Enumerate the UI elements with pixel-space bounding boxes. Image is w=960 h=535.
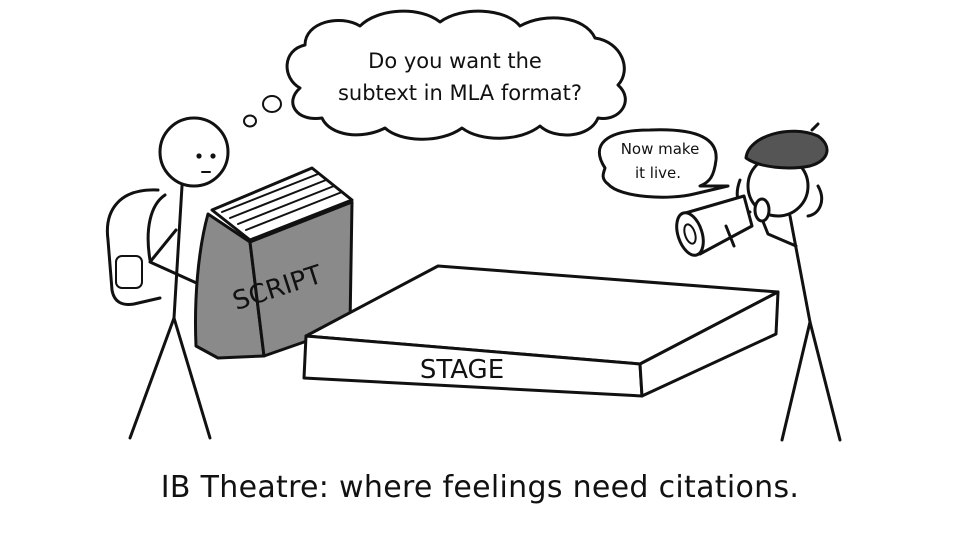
thought-bubble-line2: subtext in MLA format? bbox=[338, 81, 582, 105]
backpack-pocket bbox=[115, 255, 143, 289]
speech-bubble-line1: Now make bbox=[621, 140, 700, 158]
megaphone-icon bbox=[675, 194, 754, 257]
megaphone-handle bbox=[724, 224, 736, 248]
thought-dot-large bbox=[262, 95, 282, 113]
director-figure bbox=[735, 122, 842, 442]
student-eye-right bbox=[210, 153, 216, 159]
beret-icon bbox=[744, 129, 829, 170]
student-leg-right bbox=[172, 316, 212, 440]
director-leg-right bbox=[808, 320, 842, 442]
thought-bubble: Do you want the subtext in MLA format? bbox=[285, 9, 627, 141]
student-arm bbox=[148, 228, 214, 292]
student-head bbox=[158, 116, 230, 188]
thought-bubble-line1: Do you want the bbox=[368, 49, 542, 73]
student-figure bbox=[105, 116, 230, 440]
backpack-strap bbox=[146, 193, 167, 262]
beret-stem bbox=[810, 122, 820, 132]
book-pages-top bbox=[210, 166, 354, 242]
stage-side bbox=[638, 290, 780, 398]
script-book: SCRIPT bbox=[194, 166, 354, 360]
megaphone-mouth bbox=[683, 223, 697, 245]
student-eye-left bbox=[196, 153, 202, 159]
director-leg-left bbox=[780, 320, 812, 442]
director-hand bbox=[753, 197, 771, 223]
student-torso bbox=[172, 184, 184, 320]
speech-bubble-line2: it live. bbox=[635, 164, 681, 182]
stage-platform: STAGE bbox=[302, 264, 780, 398]
comic-caption: IB Theatre: where feelings need citation… bbox=[160, 470, 800, 505]
book-page-lines bbox=[221, 173, 343, 231]
student-leg-left bbox=[128, 316, 176, 440]
book-spine bbox=[194, 212, 266, 360]
stage-label: STAGE bbox=[420, 355, 504, 385]
director-torso bbox=[788, 214, 812, 324]
thought-dot-small bbox=[243, 114, 257, 128]
speech-bubble: Now make it live. bbox=[598, 128, 730, 199]
